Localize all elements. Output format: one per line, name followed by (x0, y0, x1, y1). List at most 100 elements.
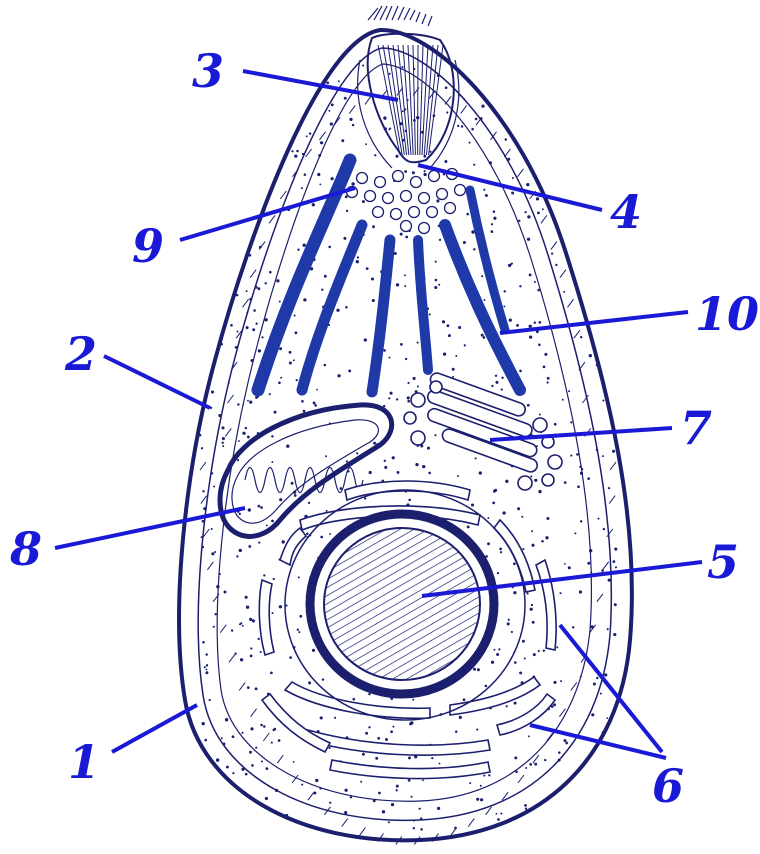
cytoplasm-dot (257, 186, 259, 188)
arrow-2 (104, 356, 210, 408)
cytoplasm-dot (252, 67, 255, 70)
cytoplasm-dot (372, 299, 375, 302)
cytoplasm-dot (527, 238, 530, 241)
cytoplasm-dot (498, 107, 500, 109)
cytoplasm-dot (614, 548, 617, 551)
cytoplasm-dot (585, 133, 587, 135)
cytoplasm-dot (353, 698, 356, 701)
cytoplasm-dot (247, 436, 250, 439)
pellicle-tick (201, 496, 207, 504)
pellicle-tick (228, 395, 234, 403)
cytoplasm-dot (410, 721, 413, 724)
cytoplasm-dot (527, 106, 529, 108)
pellicle-tick (263, 733, 269, 741)
cytoplasm-dot (514, 756, 517, 759)
cytoplasm-dot (519, 370, 522, 373)
cytoplasm-dot (561, 127, 563, 129)
cytoplasm-dot (244, 155, 247, 158)
cytoplasm-dot (235, 346, 238, 349)
cytoplasm-dot (219, 781, 222, 784)
cytoplasm-dot (231, 629, 233, 631)
cytoplasm-dot (389, 357, 391, 359)
cytoplasm-dot (563, 291, 565, 293)
cytoplasm-dot (615, 779, 618, 782)
cytoplasm-dot (204, 666, 206, 668)
cytoplasm-dot (293, 761, 295, 763)
cytoplasm-dot (384, 460, 386, 462)
label-3: 3 (192, 44, 224, 98)
cytoplasm-dot (420, 828, 423, 831)
cytoplasm-dot (271, 742, 273, 744)
cytoplasm-dot (262, 85, 265, 88)
cytoplasm-dot (319, 787, 321, 789)
cytoplasm-dot (374, 154, 376, 156)
cytoplasm-dot (230, 63, 233, 66)
cytoplasm-dot (457, 125, 459, 127)
cytoplasm-dot (298, 576, 300, 578)
cytoplasm-dot (234, 112, 236, 114)
cytoplasm-dot (320, 536, 323, 539)
cytoplasm-dot (606, 179, 609, 182)
cytoplasm-dot (413, 820, 415, 822)
cytoplasm-dot (498, 648, 500, 650)
cytoplasm-dot (551, 252, 553, 254)
cytoplasm-dot (435, 279, 438, 282)
cytoplasm-dot (590, 625, 593, 628)
cytoplasm-dot (417, 385, 419, 387)
cytoplasm-dot (522, 640, 525, 643)
cytoplasm-dot (301, 98, 303, 100)
cytoplasm-dot (236, 294, 239, 297)
cytoplasm-dot (404, 285, 406, 287)
cytoplasm-dot (424, 170, 426, 172)
cytoplasm-dot (219, 573, 221, 575)
cytoplasm-dot (369, 471, 372, 474)
cytoplasm-dot (348, 369, 351, 372)
cytoplasm-dot (502, 511, 505, 514)
microneme (429, 171, 440, 182)
cytoplasm-dot (234, 184, 237, 187)
cytoplasm-dot (200, 783, 202, 785)
cytoplasm-dot (487, 517, 489, 519)
cytoplasm-dot (317, 173, 320, 176)
cytoplasm-dot (570, 455, 572, 457)
cytoplasm-dot (301, 400, 304, 403)
cytoplasm-dot (356, 452, 358, 454)
conoid-hatch-line (408, 45, 413, 155)
cytoplasm-dot (439, 239, 441, 241)
cytoplasm-dot (577, 139, 579, 141)
cytoplasm-dot (202, 380, 205, 383)
cytoplasm-dot (538, 344, 541, 347)
microneme (419, 193, 430, 204)
cytoplasm-dot (202, 722, 205, 725)
microneme (419, 223, 430, 234)
cytoplasm-dot (526, 183, 529, 186)
cytoplasm-dot (473, 164, 475, 166)
cytoplasm-dot (262, 63, 265, 66)
cytoplasm-dot (427, 447, 430, 450)
cytoplasm-dot (262, 100, 264, 102)
cytoplasm-dot (597, 518, 599, 520)
cytoplasm-dot (291, 150, 293, 152)
cytoplasm-dot (407, 400, 410, 403)
cytoplasm-dot (541, 540, 544, 543)
cytoplasm-dot (545, 536, 548, 539)
cytoplasm-dot (206, 258, 209, 261)
label-1: 1 (68, 735, 100, 789)
cytoplasm-dot (596, 364, 598, 366)
cytoplasm-dot (459, 716, 462, 719)
cytoplasm-dot (534, 763, 537, 766)
cytoplasm-dot (396, 398, 398, 400)
cytoplasm-dot (589, 549, 592, 552)
cytoplasm-dot (530, 822, 532, 824)
cytoplasm-dot (319, 183, 321, 185)
cytoplasm-dot (531, 544, 534, 547)
cytoplasm-dot (436, 199, 439, 202)
cytoplasm-dot (273, 578, 275, 580)
cytoplasm-dot (249, 400, 252, 403)
pellicle-tick (243, 299, 249, 307)
cytoplasm-dot (397, 471, 400, 474)
cytoplasm-dot (294, 314, 296, 316)
cytoplasm-dot (352, 124, 354, 126)
pellicle-tick (349, 105, 355, 113)
cytoplasm-dot (265, 797, 268, 800)
